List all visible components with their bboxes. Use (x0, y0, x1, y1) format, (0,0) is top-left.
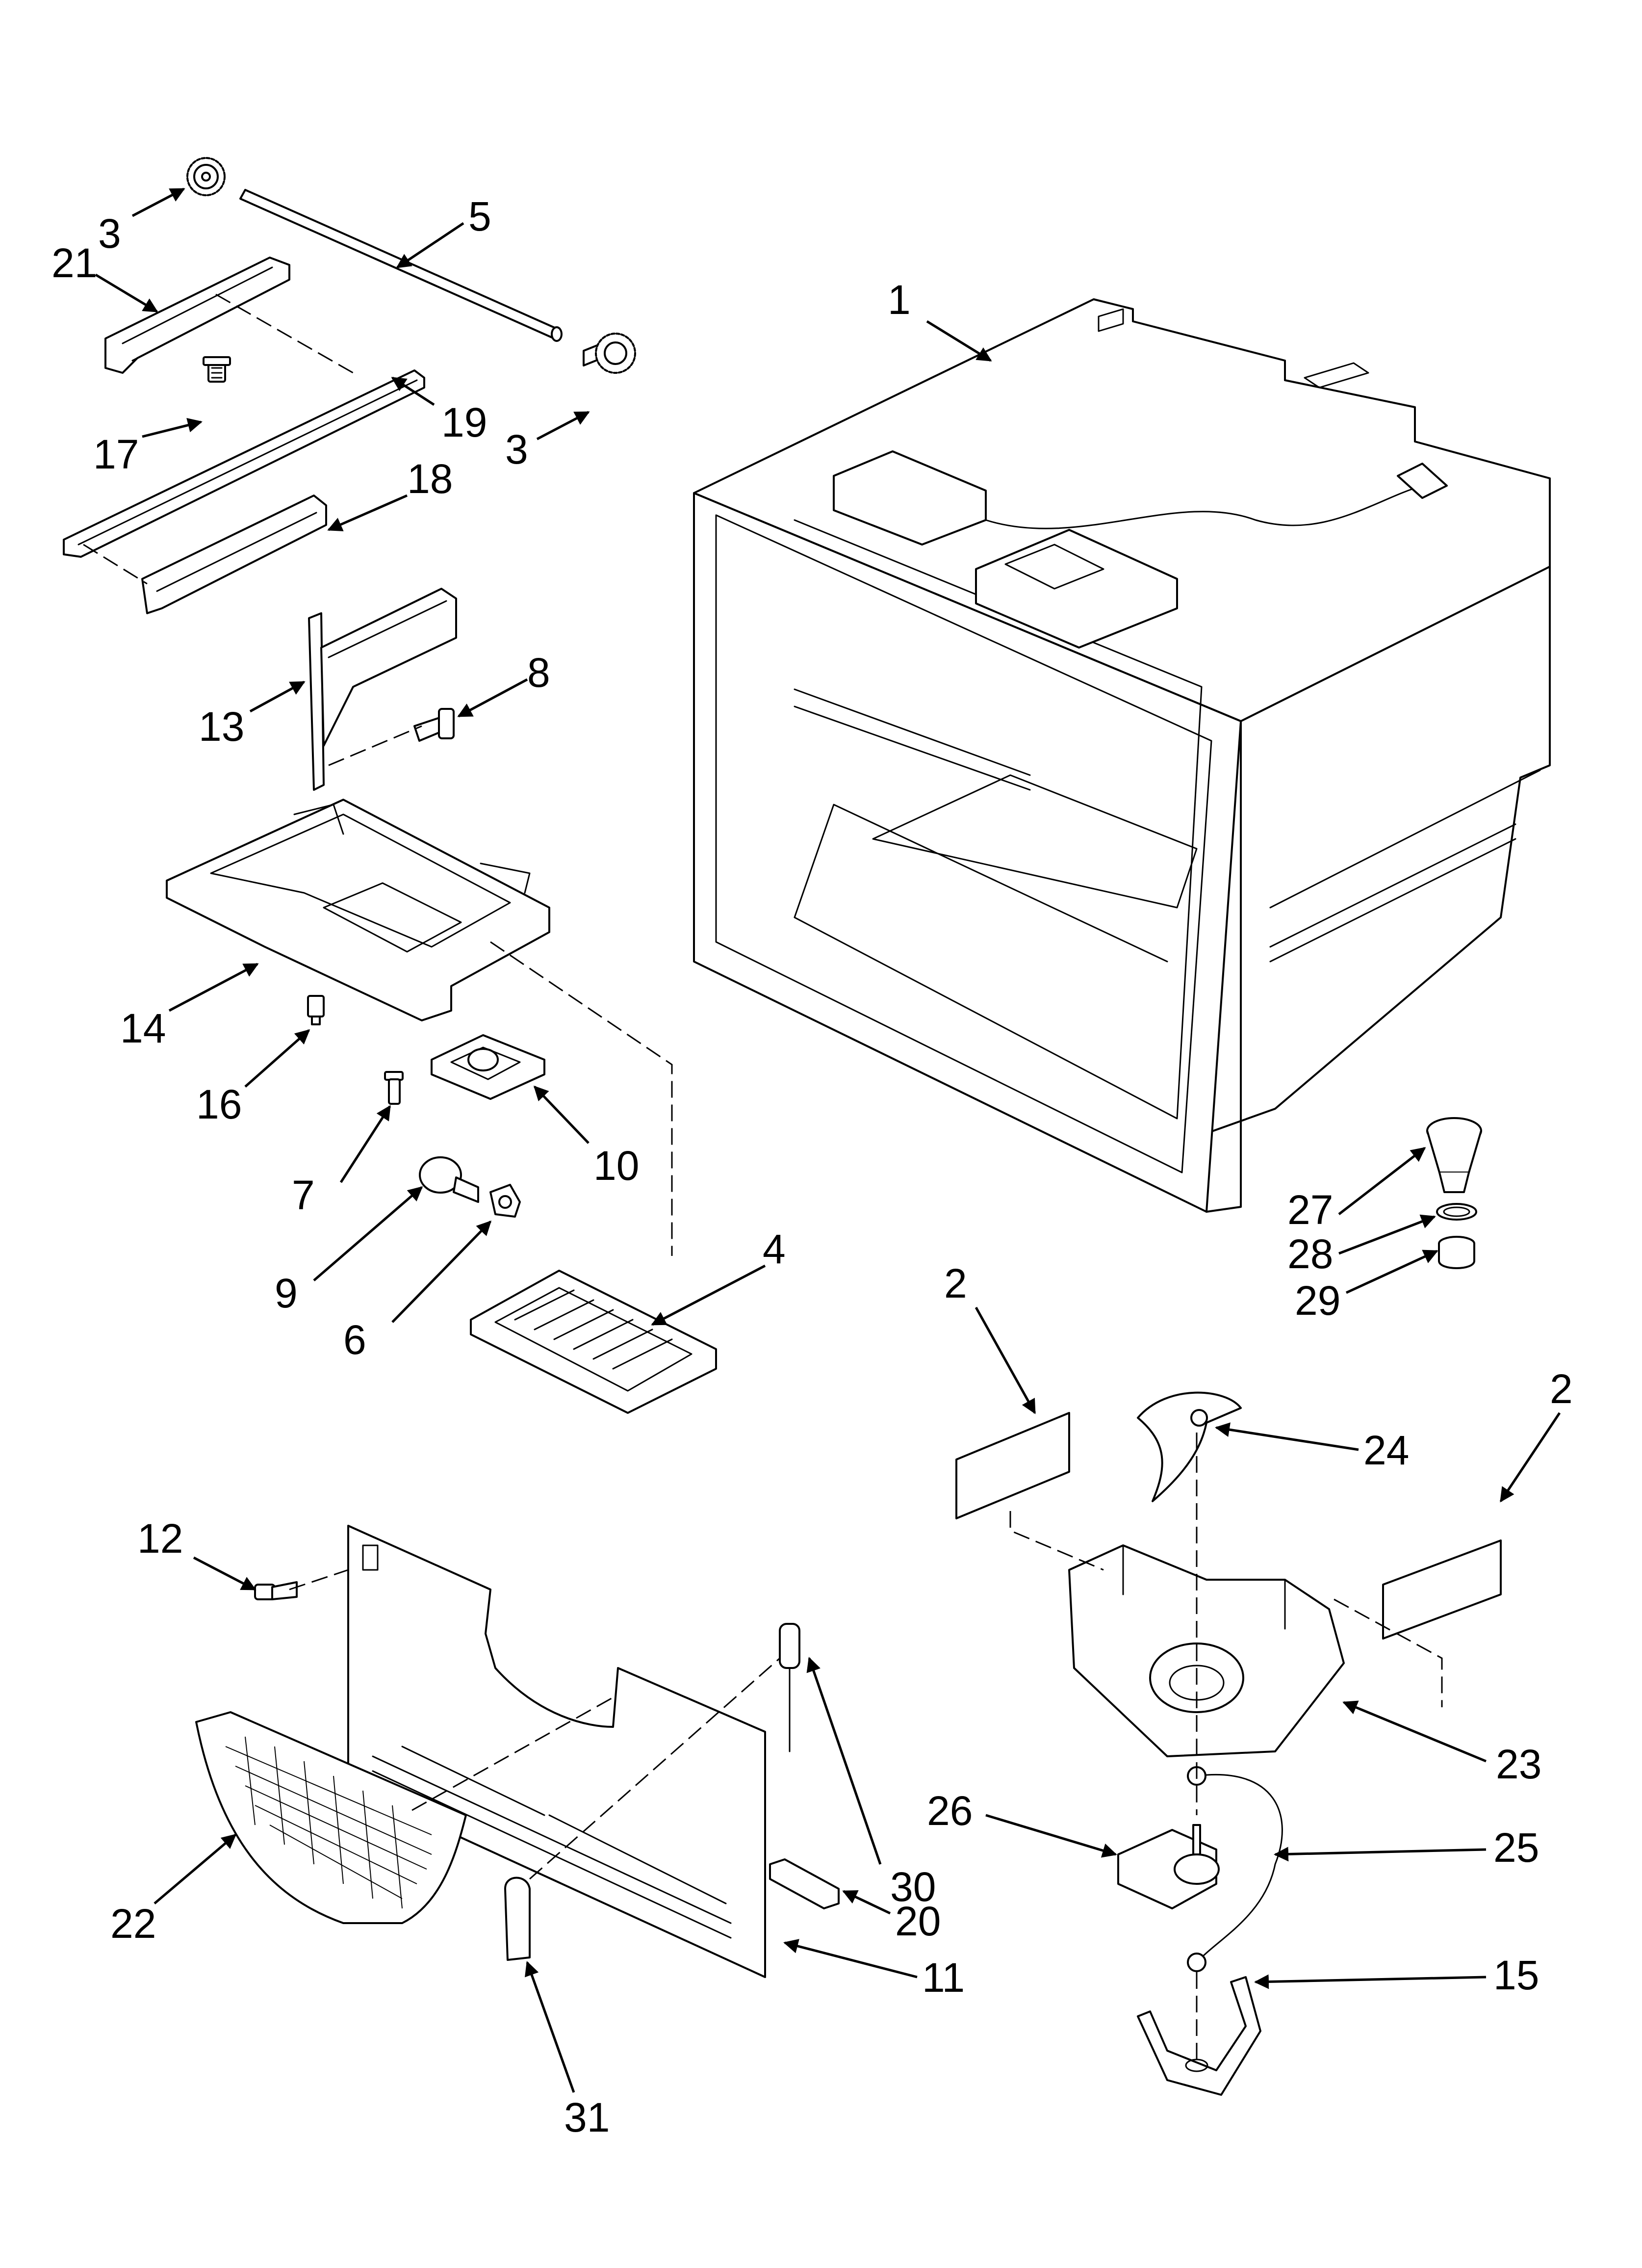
callout-15: 15 (1493, 1952, 1539, 1998)
part-18-rail (141, 495, 327, 614)
part-17-screw (203, 356, 231, 383)
part-26-motor (1117, 1824, 1220, 1909)
part-4-tray (470, 1270, 717, 1414)
callout-8: 8 (527, 650, 550, 696)
assembly-lines (83, 293, 1443, 2060)
part-12-screw (254, 1581, 298, 1600)
part-30-thermistor (779, 1623, 800, 1752)
callout-1: 1 (888, 277, 911, 323)
callout-23: 23 (1496, 1741, 1541, 1787)
part-21-rail-bracket (104, 257, 290, 374)
part-27-cap (1426, 1117, 1482, 1193)
part-10-lamp-cover (431, 1034, 545, 1100)
part-8-screw (413, 708, 455, 742)
callout-leaders (95, 187, 1561, 2093)
part-13-bracket (308, 588, 457, 791)
callout-3a: 3 (98, 210, 121, 257)
callout-31: 31 (564, 2094, 610, 2140)
part-25-wire (1187, 1766, 1283, 1972)
part-9-bulb (419, 1156, 479, 1203)
callout-7: 7 (292, 1172, 315, 1218)
callout-11: 11 (922, 1955, 965, 2001)
part-11-panel (347, 1525, 766, 1978)
part-16-switch (307, 995, 325, 1025)
callout-labels: 1 2 2 3 3 4 5 6 7 8 9 10 11 12 13 14 15 … (51, 193, 1573, 2140)
callout-4: 4 (763, 1226, 786, 1272)
part-14-housing (166, 799, 550, 1021)
part-7-screw (384, 1071, 404, 1105)
callout-19: 19 (441, 399, 487, 445)
part-6-socket (489, 1184, 521, 1218)
callout-21: 21 (51, 240, 97, 286)
callout-13: 13 (199, 704, 244, 750)
part-28-ring (1436, 1203, 1477, 1221)
callout-2b: 2 (1550, 1366, 1573, 1412)
callout-20: 20 (895, 1898, 941, 1944)
part-31-clip (504, 1877, 531, 1961)
callout-9: 9 (275, 1270, 298, 1316)
part-19-rail (63, 369, 425, 558)
part-20-strip (769, 1858, 840, 1909)
callout-10: 10 (593, 1143, 639, 1189)
part-3-gear-bottom (583, 333, 636, 374)
part-24-fan-blade (1137, 1391, 1242, 1502)
part-23-fan-housing (1068, 1544, 1345, 1757)
part-1-freezer-liner (693, 298, 1551, 1213)
callout-16: 16 (196, 1081, 242, 1127)
callout-24: 24 (1363, 1427, 1409, 1473)
callout-6: 6 (343, 1317, 366, 1363)
callout-12: 12 (137, 1515, 183, 1562)
callout-27: 27 (1287, 1187, 1333, 1233)
part-3-gear-top (186, 157, 226, 196)
callout-29: 29 (1295, 1277, 1340, 1324)
callout-3b: 3 (505, 426, 528, 472)
part-2-block-left (955, 1412, 1070, 1519)
callout-28: 28 (1287, 1231, 1333, 1277)
callout-30: 30 (890, 1864, 936, 1910)
callout-17: 17 (93, 431, 139, 477)
callout-5: 5 (468, 193, 491, 239)
callout-2a: 2 (944, 1260, 967, 1306)
part-15-bracket (1137, 1976, 1261, 2096)
callout-14: 14 (120, 1005, 166, 1051)
part-22-grille (195, 1711, 467, 1924)
callout-18: 18 (407, 456, 453, 502)
callout-26: 26 (927, 1788, 973, 1834)
part-29-plug (1438, 1236, 1475, 1269)
callout-22: 22 (110, 1901, 156, 1947)
part-2-block-right (1382, 1539, 1502, 1640)
callout-25: 25 (1493, 1825, 1539, 1871)
